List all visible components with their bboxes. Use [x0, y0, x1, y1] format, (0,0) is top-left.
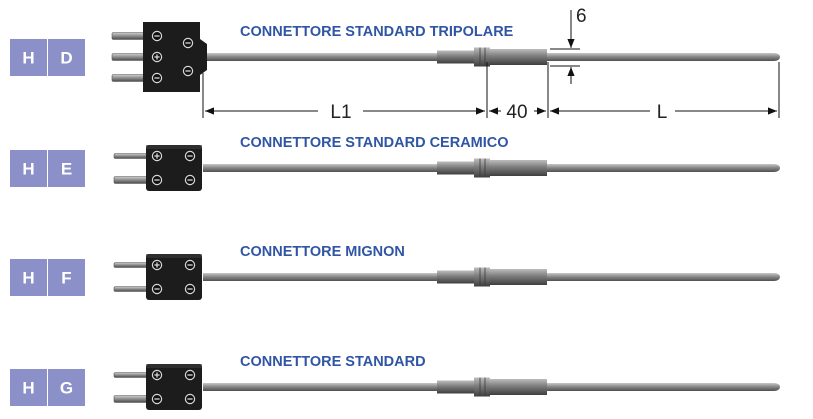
compression-fitting [437, 377, 547, 397]
screw-corner-icon [182, 37, 194, 49]
screw-plus-icon [151, 369, 163, 381]
screw-minus-icon [151, 393, 163, 405]
code-box-f: F [48, 259, 85, 296]
connector-tripolar [111, 22, 207, 92]
code-box-h: H [10, 259, 47, 296]
code-letter: E [61, 160, 72, 179]
pin-negative [113, 286, 151, 292]
pin-middle [111, 53, 149, 61]
screw-corner-icon [184, 393, 196, 405]
code-letter: G [60, 379, 73, 398]
variant-title: CONNETTORE STANDARD CERAMICO [240, 135, 509, 151]
pin-bottom [111, 74, 149, 82]
variant-title: CONNETTORE MIGNON [240, 244, 405, 260]
screw-plus-icon [151, 150, 163, 162]
code-letter: D [60, 49, 72, 68]
screw-plus-icon [151, 51, 163, 63]
dimension-annotations: L1 40 L 6 [202, 6, 780, 123]
screw-plus-icon [151, 259, 163, 271]
connector-standard [113, 364, 202, 410]
code-box-e: E [48, 150, 85, 187]
screw-minus-icon [151, 30, 163, 42]
pin-negative [113, 395, 151, 403]
screw-corner-icon [184, 369, 196, 381]
dim-label-l1: L1 [330, 102, 351, 123]
ground-symbol-icon [151, 72, 163, 84]
probe-sheath [203, 383, 780, 391]
screw-corner-icon [184, 174, 196, 186]
pin-positive [113, 372, 151, 378]
code-letter: H [22, 379, 34, 398]
screw-corner-icon [184, 150, 196, 162]
compression-fitting [437, 267, 547, 287]
compression-fitting [437, 158, 547, 178]
probe-variant-hd: H D CONNETTORE STANDARD TRIPOLARE [10, 22, 780, 92]
probe-variant-hf: H F CONNETTORE MIGNON [10, 244, 780, 300]
code-box-h: H [10, 369, 47, 406]
screw-corner-icon [182, 65, 194, 77]
pin-positive [113, 262, 151, 268]
variant-title: CONNETTORE STANDARD TRIPOLARE [240, 24, 514, 40]
pin-positive [113, 153, 151, 159]
screw-corner-icon [184, 259, 196, 271]
probe-sheath [203, 53, 780, 61]
code-box-d: D [48, 39, 85, 76]
compression-fitting [437, 47, 547, 67]
variant-title: CONNETTORE STANDARD [240, 354, 426, 370]
probe-sheath [203, 273, 780, 281]
code-letter: H [22, 49, 34, 68]
dim-label-l: L [657, 102, 668, 123]
screw-corner-icon [184, 283, 196, 295]
connector-standard [113, 145, 202, 191]
code-box-h: H [10, 39, 47, 76]
code-box-h: H [10, 150, 47, 187]
pin-top [111, 32, 149, 40]
connector-mignon [113, 254, 202, 300]
code-letter: H [22, 269, 34, 288]
screw-minus-icon [151, 174, 163, 186]
code-letter: F [61, 269, 71, 288]
code-letter: H [22, 160, 34, 179]
dim-label-fitting: 40 [506, 102, 527, 123]
code-box-g: G [48, 369, 85, 406]
dim-label-diameter: 6 [576, 6, 587, 27]
probe-sheath [203, 164, 780, 172]
probe-variant-hg: H G CONNETTORE STANDARD [10, 354, 780, 410]
probe-variant-he: H E CONNETTORE STANDARD CERAMICO [10, 135, 780, 191]
screw-minus-icon [151, 283, 163, 295]
pin-negative [113, 176, 151, 184]
